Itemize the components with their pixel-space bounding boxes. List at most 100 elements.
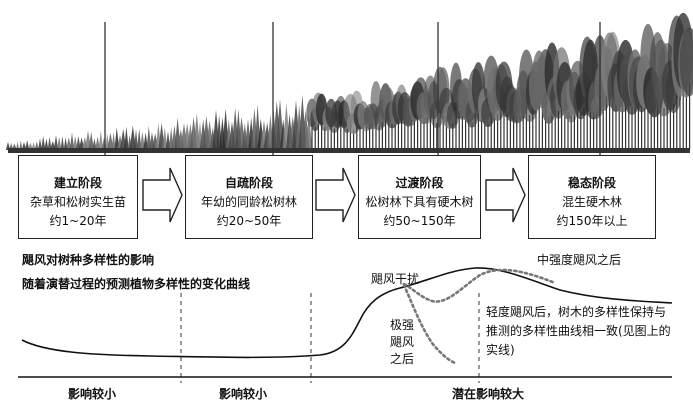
tree-shape (532, 106, 534, 150)
zone-label-1: 影响较小 (68, 387, 117, 401)
tree-shape (676, 76, 678, 150)
tree-shape (653, 109, 655, 150)
tree-shape (445, 115, 447, 150)
arrow-3-4 (485, 167, 526, 223)
tree-shape (69, 132, 75, 150)
tree-shape (538, 95, 540, 150)
tree-shape (330, 121, 332, 150)
tree-shape (602, 101, 604, 150)
tree-shape (133, 129, 139, 150)
label-moderate-hurricane: 中强度飓风之后 (537, 253, 622, 267)
tree-shape (615, 102, 617, 150)
tree-shape (429, 109, 431, 150)
tree-shape (63, 137, 68, 150)
tree-shape (493, 104, 495, 150)
tree-shape (461, 112, 463, 150)
tree-shape (413, 115, 415, 150)
tree-shape (679, 27, 693, 97)
tree-shape (426, 117, 428, 150)
tree-shape (497, 113, 499, 150)
tree-shape (333, 128, 335, 150)
tree-shape (644, 97, 646, 150)
tree-shape (474, 105, 476, 150)
tree-shape (583, 107, 585, 150)
tree-shape (165, 131, 171, 150)
diversity-curve-panel (18, 267, 673, 383)
label-hurricane-disturbance: 飓风干扰 (371, 272, 420, 286)
tree-shape (689, 82, 691, 150)
stage-desc: 杂草和松树实生苗 (29, 195, 126, 209)
tree-shape (481, 115, 483, 150)
tree-shape (66, 137, 72, 150)
tree-shape (38, 138, 42, 150)
tree-shape (442, 104, 444, 150)
tree-shape (47, 136, 52, 150)
tree-shape (484, 115, 486, 150)
tree-shape (311, 121, 313, 150)
tree-shape (634, 94, 636, 150)
tree-shape (34, 141, 39, 150)
stage-arrows (142, 167, 526, 223)
tree-shape (682, 74, 684, 150)
tree-shape (477, 101, 479, 150)
stage-box-steady-state: 稳态阶段 混生硬木林 约150年以上 (528, 155, 656, 239)
tree-shape (580, 111, 582, 150)
tree-shape (660, 89, 662, 150)
tree-shape (455, 101, 457, 150)
tree-shape (503, 101, 505, 150)
tree-shape (525, 94, 527, 150)
tree-shape (53, 135, 59, 150)
stage-age: 约50~150年 (383, 214, 456, 228)
tree-shape (609, 85, 611, 150)
tree-shape (593, 111, 595, 150)
tree-shape (666, 91, 668, 150)
stage-box-establishment: 建立阶段 杂草和松树实生苗 约1~20年 (18, 155, 138, 239)
tree-shape (509, 113, 511, 150)
tree-shape (570, 115, 572, 150)
tree-shape (471, 122, 473, 150)
tree-shape (439, 104, 441, 150)
tree-shape (564, 101, 566, 150)
stage-box-transition: 过渡阶段 松树林下具有硬木树 约50~150年 (358, 155, 481, 239)
label-strong-hurricane: 极强飓风之后 (389, 318, 414, 366)
tree-shape (522, 106, 524, 150)
tree-shape (452, 123, 454, 150)
forest-illustration (5, 12, 693, 155)
tree-shape (596, 110, 598, 150)
tree-shape (404, 118, 406, 150)
tree-shape (513, 115, 515, 150)
tree-shape (657, 85, 659, 150)
tree-shape (628, 96, 630, 150)
tree-shape (423, 117, 425, 150)
zone-label-3: 潜在影响较大 (452, 387, 525, 401)
tree-shape (519, 115, 521, 150)
strong-hurricane-curve (402, 283, 457, 365)
tree-shape (407, 121, 409, 150)
tree-shape (111, 132, 116, 150)
tree-shape (8, 148, 690, 153)
stage-title: 建立阶段 (53, 176, 102, 190)
tree-shape (365, 126, 367, 150)
tree-shape (337, 122, 339, 150)
tree-shape (449, 123, 451, 150)
tree-shape (40, 136, 46, 150)
stage-age: 约150年以上 (556, 214, 628, 228)
tree-shape (637, 98, 639, 150)
label-mild-hurricane: 轻度飓风后，树木的多样性保持与推测的多样性曲线相一致(见图上的实线) (486, 305, 671, 357)
stage-title: 过渡阶段 (395, 176, 444, 190)
arrow-1-2 (142, 167, 183, 223)
tree-shape (139, 131, 146, 150)
tree-shape (586, 87, 588, 150)
tree-shape (56, 136, 62, 150)
tree-shape (324, 126, 326, 150)
tree-shape (458, 110, 460, 150)
tree-shape (516, 116, 518, 150)
tree-shape (92, 138, 97, 150)
tree-shape (625, 89, 627, 150)
tree-shape (561, 93, 563, 150)
tree-shape (612, 84, 614, 150)
tree-shape (72, 135, 78, 150)
tree-shape (369, 124, 371, 150)
tree-shape (327, 126, 329, 150)
